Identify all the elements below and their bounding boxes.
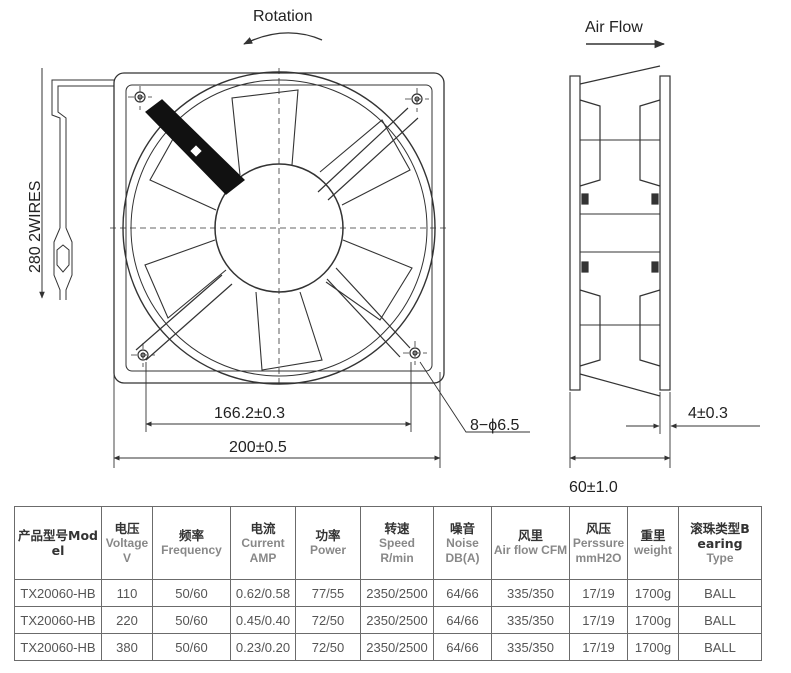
center-lines [110,68,448,388]
header-airflow-zh: 风里 [517,528,543,543]
holes-label: 8−ϕ6.5 [470,417,520,434]
spec-row: TX20060-HB 380 50/60 0.23/0.20 72/50 235… [14,633,762,661]
cell-model: TX20060-HB [14,579,102,607]
header-model: 产品型号Mod el [14,506,102,580]
cell-airflow: 335/350 [491,606,570,634]
cell-bearing: BALL [678,579,762,607]
cell-model: TX20060-HB [14,606,102,634]
cell-power: 72/50 [295,633,361,661]
cell-weight: 1700g [627,606,679,634]
cell-bearing: BALL [678,633,762,661]
cell-frequency: 50/60 [152,579,231,607]
fan-struts [135,107,419,361]
cell-speed: 2350/2500 [360,606,434,634]
cell-noise: 64/66 [433,579,492,607]
flange-label: 4±0.3 [688,405,728,422]
width-label: 200±0.5 [229,439,287,456]
rotation-label: Rotation [253,8,313,25]
front-dimensions [113,361,530,468]
spec-row: TX20060-HB 110 50/60 0.62/0.58 77/55 235… [14,579,762,607]
header-current-en: Current AMP [241,535,285,565]
cell-pressure: 17/19 [569,579,628,607]
cell-power: 77/55 [295,579,361,607]
cell-speed: 2350/2500 [360,579,434,607]
fan-front-view [110,68,448,388]
spec-row: TX20060-HB 220 50/60 0.45/0.40 72/50 235… [14,606,762,634]
side-dimensions [569,392,760,468]
rotation-arrow [243,32,323,45]
fan-side-view [569,65,671,397]
header-weight-en: weight [634,543,672,557]
header-pressure-zh: 风压 [585,520,611,536]
hole-spacing-label: 166.2±0.3 [214,405,285,422]
lead-wires [41,68,114,300]
header-speed-en: Speed R/min [378,535,415,565]
header-power-zh: 功率 [315,528,341,543]
header-pressure-en: Perssure mmH2O [572,535,625,565]
header-weight-zh: 重里 [640,528,666,543]
cell-current: 0.23/0.20 [230,633,296,661]
air-flow-label: Air Flow [585,19,643,36]
header-bearing-zh: 滚珠类型B earing [690,520,750,551]
cell-noise: 64/66 [433,606,492,634]
header-power-en: Power [309,543,346,557]
cell-weight: 1700g [627,579,679,607]
cell-current: 0.62/0.58 [230,579,296,607]
cell-pressure: 17/19 [569,633,628,661]
header-model-label: 产品型号Mod el [18,528,98,558]
cell-voltage: 220 [101,606,153,634]
cell-bearing: BALL [678,606,762,634]
cell-speed: 2350/2500 [360,633,434,661]
cell-model: TX20060-HB [14,633,102,661]
cell-weight: 1700g [627,633,679,661]
cell-voltage: 110 [101,579,153,607]
header-airflow-en: Air flow CFM [493,543,568,557]
cell-voltage: 380 [101,633,153,661]
header-voltage-zh: 电压 [114,520,140,536]
header-noise-zh: 噪音 [449,520,475,536]
wire-length-label: 280 2WIRES [27,181,44,273]
cell-current: 0.45/0.40 [230,606,296,634]
cell-airflow: 335/350 [491,579,570,607]
cell-frequency: 50/60 [152,606,231,634]
cell-power: 72/50 [295,606,361,634]
cell-frequency: 50/60 [152,633,231,661]
cell-airflow: 335/350 [491,633,570,661]
header-frequency-en: Frequency [161,543,222,557]
header-frequency-zh: 频率 [178,528,204,543]
header-voltage-en: Voltage V [105,535,149,565]
cell-pressure: 17/19 [569,606,628,634]
header-speed-zh: 转速 [384,520,410,536]
cell-noise: 64/66 [433,633,492,661]
header-noise-en: Noise DB(A) [445,535,480,565]
header-current-zh: 电流 [250,520,276,536]
fan-technical-drawing: 280 2WIRES Rotation 166.2±0.3 200±0.5 8−… [27,8,760,496]
depth-label: 60±1.0 [569,479,618,496]
header-bearing-en: Type [706,550,734,565]
